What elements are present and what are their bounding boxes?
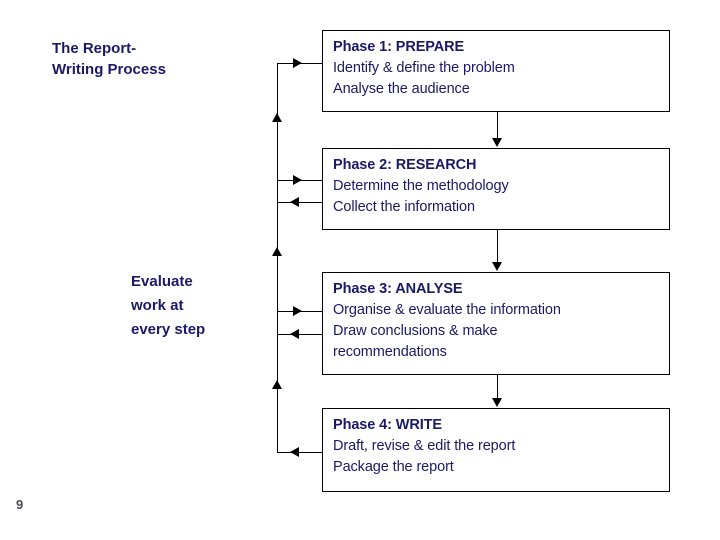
phase-box-2[interactable]: Phase 2: RESEARCH Determine the methodol… — [322, 148, 670, 230]
page-number: 9 — [16, 497, 24, 512]
phase-4-line-2: Package the report — [333, 459, 454, 475]
feedback-spine — [277, 63, 278, 453]
phase-3-line-1: Organise & evaluate the information — [333, 302, 561, 318]
arrowhead-right-phase2 — [293, 175, 302, 185]
arrowhead-right-phase3 — [293, 306, 302, 316]
evaluate-caption: Evaluate work at every step — [131, 273, 206, 338]
phase-3-line-3: recommendations — [333, 344, 447, 360]
connector-phase3-to-phase4 — [497, 375, 498, 399]
arrowhead-up-spine-3 — [272, 380, 282, 389]
phase-box-1[interactable]: Phase 1: PREPARE Identify & define the p… — [322, 30, 670, 112]
connector-phase2-to-spine — [277, 202, 322, 203]
arrowhead-down-phase3 — [492, 262, 502, 271]
arrowhead-left-phase2 — [290, 197, 299, 207]
connector-phase4-to-spine — [277, 452, 322, 453]
phase-4-line-1: Draft, revise & edit the report — [333, 438, 516, 454]
connector-phase2-to-phase3 — [497, 230, 498, 263]
arrowhead-left-phase3 — [290, 329, 299, 339]
arrowhead-up-spine-1 — [272, 113, 282, 122]
phase-4-heading: Phase 4: WRITE — [333, 417, 442, 433]
phase-3-line-2: Draw conclusions & make — [333, 323, 498, 339]
arrowhead-down-phase2 — [492, 138, 502, 147]
connector-phase3-to-spine — [277, 334, 322, 335]
phase-1-line-2: Analyse the audience — [333, 81, 470, 97]
phase-box-4[interactable]: Phase 4: WRITE Draft, revise & edit the … — [322, 408, 670, 492]
connector-phase1-to-phase2 — [497, 112, 498, 139]
arrowhead-down-phase4 — [492, 398, 502, 407]
arrowhead-up-spine-2 — [272, 247, 282, 256]
phase-2-line-1: Determine the methodology — [333, 178, 509, 194]
arrowhead-right-phase1 — [293, 58, 302, 68]
phase-3-heading: Phase 3: ANALYSE — [333, 281, 463, 297]
phase-2-heading: Phase 2: RESEARCH — [333, 157, 477, 173]
arrowhead-left-phase4 — [290, 447, 299, 457]
phase-1-heading: Phase 1: PREPARE — [333, 39, 465, 55]
phase-box-3[interactable]: Phase 3: ANALYSE Organise & evaluate the… — [322, 272, 670, 375]
page-title: The Report- Writing Process — [52, 40, 166, 78]
phase-1-line-1: Identify & define the problem — [333, 60, 515, 76]
phase-2-line-2: Collect the information — [333, 199, 475, 215]
